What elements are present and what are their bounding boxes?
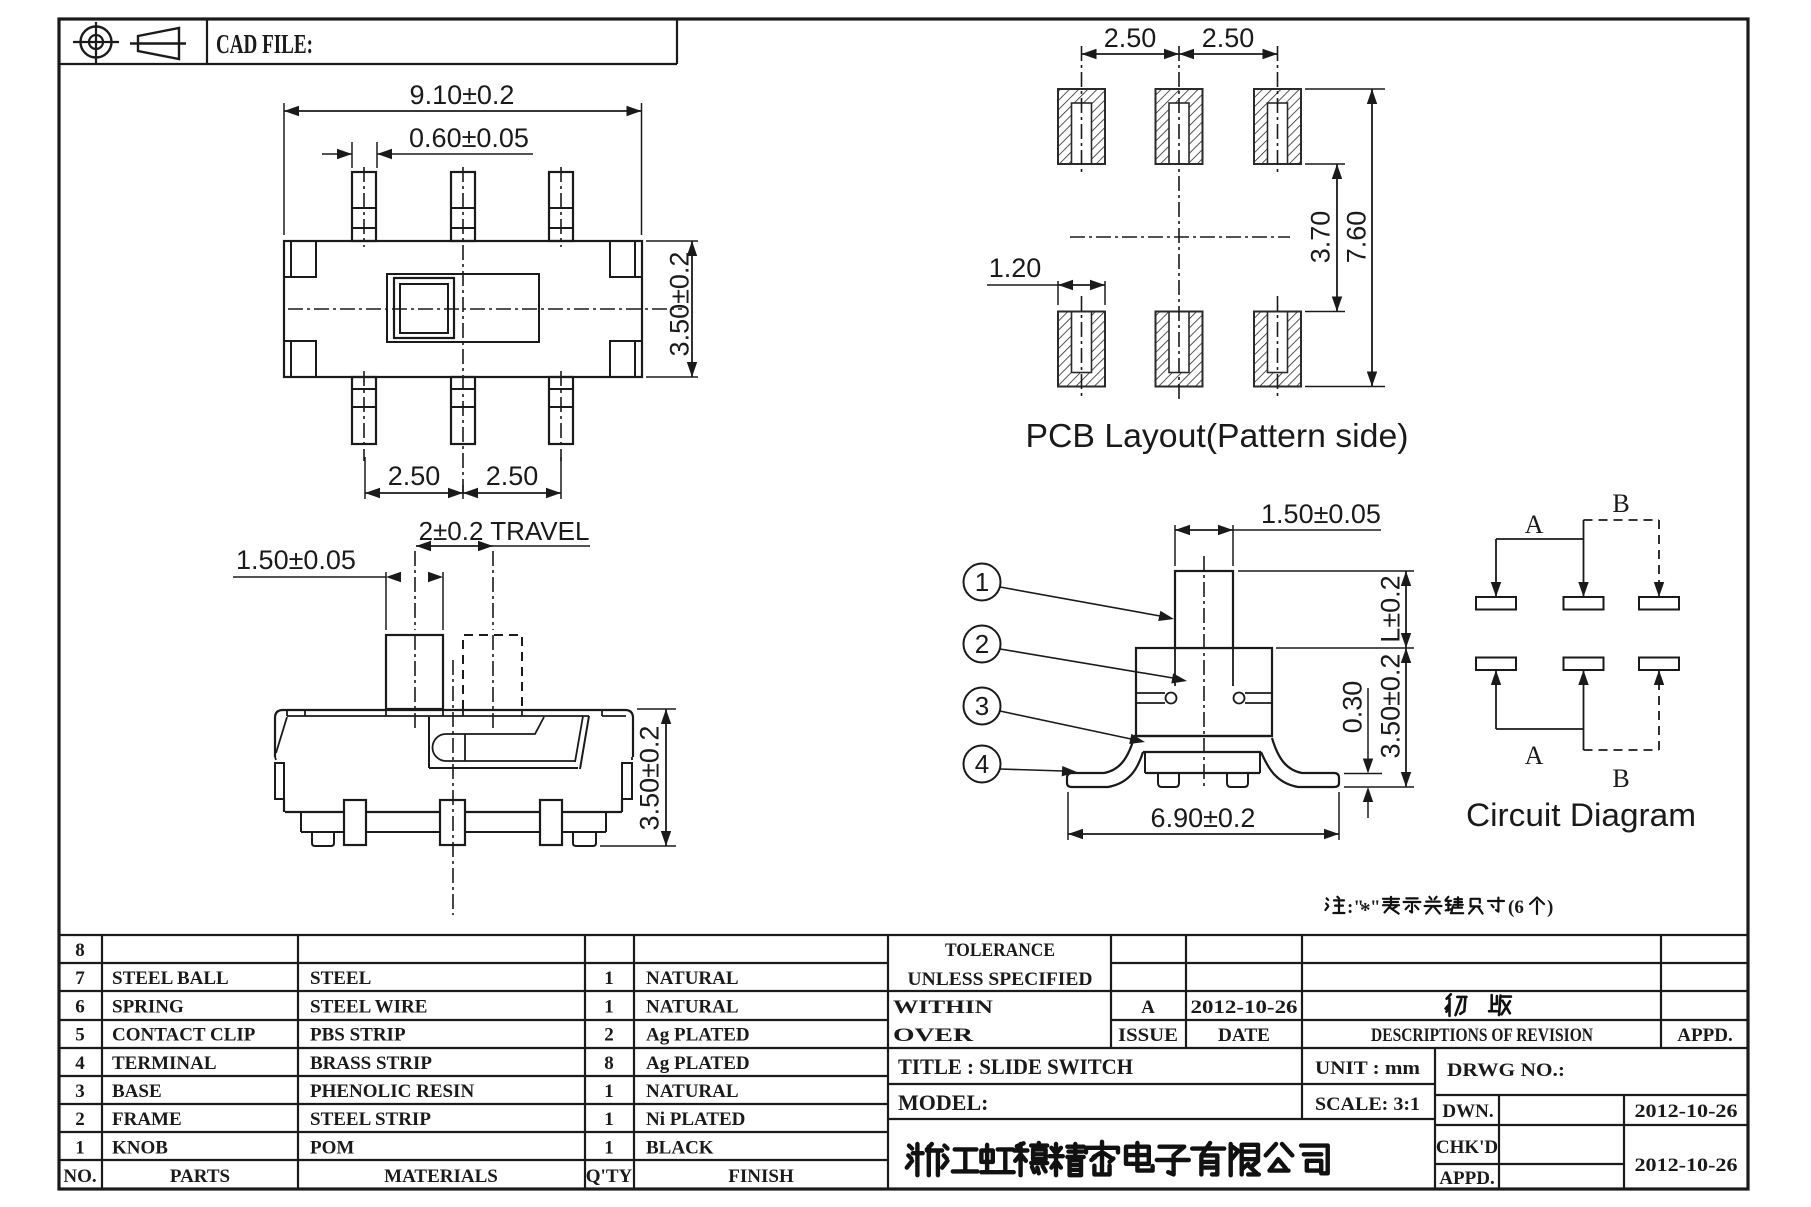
svg-text:BLACK: BLACK [646, 1137, 714, 1158]
svg-text:2.50: 2.50 [486, 461, 539, 491]
svg-text:FINISH: FINISH [728, 1166, 794, 1187]
svg-text:0.30: 0.30 [1337, 681, 1367, 734]
svg-text:PCB Layout(Pattern side): PCB Layout(Pattern side) [1026, 417, 1409, 454]
svg-text:2: 2 [75, 1109, 85, 1130]
svg-text:SCALE: 3:1: SCALE: 3:1 [1315, 1094, 1420, 1115]
svg-text:A: A [1525, 510, 1544, 539]
svg-text::": :" [1347, 897, 1364, 918]
svg-text:1: 1 [604, 1137, 614, 1158]
svg-text:(6: (6 [1508, 897, 1524, 918]
svg-text:1: 1 [604, 968, 614, 989]
svg-text:4: 4 [975, 749, 989, 779]
svg-text:DRWG NO.:: DRWG NO.: [1447, 1060, 1565, 1081]
svg-text:1: 1 [75, 1137, 85, 1158]
svg-text:3.50±0.2: 3.50±0.2 [664, 252, 694, 357]
svg-text:3: 3 [75, 1081, 85, 1102]
svg-text:7.60: 7.60 [1341, 211, 1371, 264]
svg-text:2: 2 [975, 629, 989, 659]
svg-text:PHENOLIC RESIN: PHENOLIC RESIN [310, 1081, 474, 1102]
svg-text:1: 1 [604, 996, 614, 1017]
svg-text:6.90±0.2: 6.90±0.2 [1151, 803, 1256, 833]
svg-text:3.50±0.2: 3.50±0.2 [634, 726, 664, 831]
svg-text:FRAME: FRAME [112, 1109, 182, 1130]
svg-text:CHK'D: CHK'D [1436, 1137, 1498, 1158]
svg-text:Ag PLATED: Ag PLATED [646, 1053, 750, 1074]
svg-text:1: 1 [604, 1081, 614, 1102]
svg-text:CONTACT CLIP: CONTACT CLIP [112, 1025, 256, 1046]
svg-text:TITLE : SLIDE SWITCH: TITLE : SLIDE SWITCH [898, 1054, 1133, 1079]
svg-text:STEEL: STEEL [310, 968, 371, 989]
svg-text:2±0.2 TRAVEL: 2±0.2 TRAVEL [419, 516, 590, 546]
svg-text:B: B [1612, 489, 1629, 518]
svg-text:2012-10-26: 2012-10-26 [1635, 1155, 1738, 1176]
svg-text:OVER: OVER [893, 1025, 973, 1046]
svg-text:UNLESS SPECIFIED: UNLESS SPECIFIED [908, 969, 1093, 990]
svg-text:7: 7 [75, 968, 85, 989]
svg-text:TOLERANCE: TOLERANCE [945, 940, 1055, 961]
svg-text:2.50: 2.50 [1104, 23, 1157, 53]
svg-text:2012-10-26: 2012-10-26 [1635, 1101, 1738, 1122]
svg-text:B: B [1612, 764, 1629, 793]
svg-text:2012-10-26: 2012-10-26 [1191, 997, 1298, 1018]
svg-text:8: 8 [75, 940, 85, 961]
svg-text:NO.: NO. [63, 1166, 96, 1187]
svg-text:1: 1 [975, 567, 989, 597]
svg-text:NATURAL: NATURAL [646, 968, 739, 989]
svg-text:3: 3 [975, 691, 989, 721]
svg-text:): ) [1547, 897, 1553, 918]
svg-text:PBS STRIP: PBS STRIP [310, 1025, 406, 1046]
svg-text:BASE: BASE [112, 1081, 162, 1102]
svg-text:POM: POM [310, 1137, 354, 1158]
svg-text:ISSUE: ISSUE [1118, 1025, 1178, 1046]
svg-text:Ag PLATED: Ag PLATED [646, 1025, 750, 1046]
svg-text:APPD.: APPD. [1677, 1025, 1732, 1046]
svg-text:": " [1370, 897, 1381, 918]
svg-text:1: 1 [604, 1109, 614, 1130]
svg-text:2.50: 2.50 [1202, 23, 1255, 53]
svg-text:APPD.: APPD. [1439, 1168, 1494, 1189]
svg-text:Q'TY: Q'TY [586, 1166, 633, 1187]
svg-text:3.70: 3.70 [1305, 211, 1335, 264]
svg-text:*: * [1360, 898, 1371, 922]
svg-text:A: A [1141, 997, 1155, 1018]
svg-text:KNOB: KNOB [112, 1137, 168, 1158]
svg-text:CAD FILE:: CAD FILE: [216, 29, 313, 59]
svg-text:9.10±0.2: 9.10±0.2 [410, 80, 515, 110]
svg-text:BRASS STRIP: BRASS STRIP [310, 1053, 432, 1074]
svg-text:4: 4 [75, 1053, 85, 1074]
svg-text:6: 6 [75, 996, 85, 1017]
svg-text:MATERIALS: MATERIALS [384, 1166, 498, 1187]
svg-text:A: A [1525, 741, 1544, 770]
svg-text:5: 5 [75, 1025, 85, 1046]
svg-text:1.50±0.05: 1.50±0.05 [236, 545, 356, 575]
svg-text:PARTS: PARTS [170, 1166, 230, 1187]
svg-text:Circuit Diagram: Circuit Diagram [1466, 797, 1696, 833]
svg-text:8: 8 [604, 1053, 614, 1074]
svg-text:L±0.2: L±0.2 [1375, 575, 1405, 642]
svg-text:1.20: 1.20 [989, 253, 1042, 283]
svg-text:STEEL WIRE: STEEL WIRE [310, 996, 427, 1017]
svg-text:DATE: DATE [1218, 1025, 1270, 1046]
svg-text:WITHIN: WITHIN [893, 997, 993, 1018]
svg-text:1.50±0.05: 1.50±0.05 [1261, 499, 1381, 529]
svg-text:NATURAL: NATURAL [646, 1081, 739, 1102]
svg-text:DWN.: DWN. [1442, 1101, 1493, 1122]
svg-text:NATURAL: NATURAL [646, 996, 739, 1017]
svg-text:UNIT : mm: UNIT : mm [1315, 1058, 1420, 1079]
svg-text:MODEL:: MODEL: [898, 1090, 988, 1115]
svg-text:2: 2 [604, 1025, 614, 1046]
svg-text:TERMINAL: TERMINAL [112, 1053, 217, 1074]
svg-text:0.60±0.05: 0.60±0.05 [409, 123, 529, 153]
svg-text:2.50: 2.50 [388, 461, 441, 491]
svg-text:Ni PLATED: Ni PLATED [646, 1109, 745, 1130]
svg-text:DESCRIPTIONS OF REVISION: DESCRIPTIONS OF REVISION [1371, 1025, 1593, 1046]
svg-text:3.50±0.2: 3.50±0.2 [1375, 654, 1405, 759]
svg-text:STEEL STRIP: STEEL STRIP [310, 1109, 431, 1130]
svg-text:STEEL BALL: STEEL BALL [112, 968, 229, 989]
svg-text:SPRING: SPRING [112, 996, 184, 1017]
